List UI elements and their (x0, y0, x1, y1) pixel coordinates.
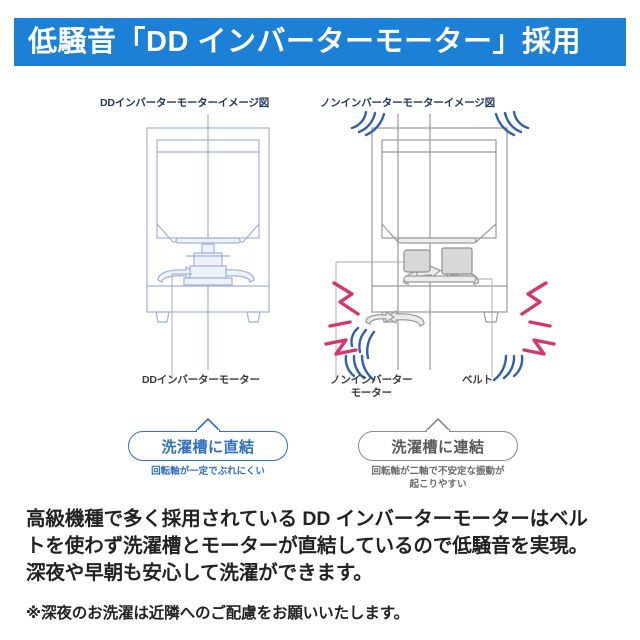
label-non-inverter-motor: ノンインバーター モーター (330, 374, 413, 400)
dd-inverter-machine (146, 114, 270, 378)
sound-wave-top-left (350, 110, 386, 137)
label-non-inverter-motor-line1: ノンインバーター (330, 374, 413, 386)
caption-belt-connection: 回転軸が二軸で不安定な振動が 起こりやすい (358, 466, 518, 492)
non-inverter-machine (324, 110, 556, 382)
sound-wave-top-right (494, 110, 530, 137)
label-belt: ベルト (462, 374, 493, 386)
description-line-3: 深夜や早朝も安心して洗濯ができます。 (26, 562, 373, 584)
sound-wave-foot-left (344, 354, 376, 382)
pill-pointers (195, 417, 451, 433)
header-banner: 低騒音「DD インバーターモーター」採用 (14, 18, 626, 66)
right-panel-title: ノンインバーターモーターイメージ図 (320, 97, 495, 109)
label-non-inverter-motor-line2: モーター (350, 387, 392, 400)
left-panel-title: DDインバーターモーターイメージ図 (100, 97, 270, 109)
sound-wave-foot-right (492, 354, 524, 382)
note-text: ※深夜のお洗濯は近隣へのご配慮をお願いいたします。 (26, 605, 410, 622)
caption-direct-connection: 回転軸が一定でぶれにくい (151, 466, 265, 477)
caption-belt-connection-line2: 起こりやすい (409, 478, 467, 490)
diagram-area: DDインバーターモーターイメージ図 ノンインバーターモーターイメージ図 .bl … (0, 78, 640, 498)
pill-direct-connection: 洗濯槽に直結 (128, 431, 288, 461)
caption-belt-connection-line1: 回転軸が二軸で不安定な振動が (371, 466, 505, 477)
description-paragraph: 高級機種で多く採用されている DD インバーターモーターはベル トを使わず洗濯槽… (26, 506, 626, 587)
pill-belt-connection: 洗濯槽に連結 (358, 431, 518, 461)
description-line-1: 高級機種で多く採用されている DD インバーターモーターはベル (26, 508, 588, 530)
description-line-2: トを使わず洗濯槽とモーターが直結しているので低騒音を実現。 (26, 535, 589, 557)
sound-wave-bottom-left (350, 326, 376, 360)
label-dd-inverter-motor: DDインバーターモーター (142, 374, 260, 386)
washing-machine-illustrations: .bl { fill:none; stroke:#9fb2dd; stroke-… (146, 110, 556, 382)
page-title: 低騒音「DD インバーターモーター」採用 (28, 25, 581, 58)
